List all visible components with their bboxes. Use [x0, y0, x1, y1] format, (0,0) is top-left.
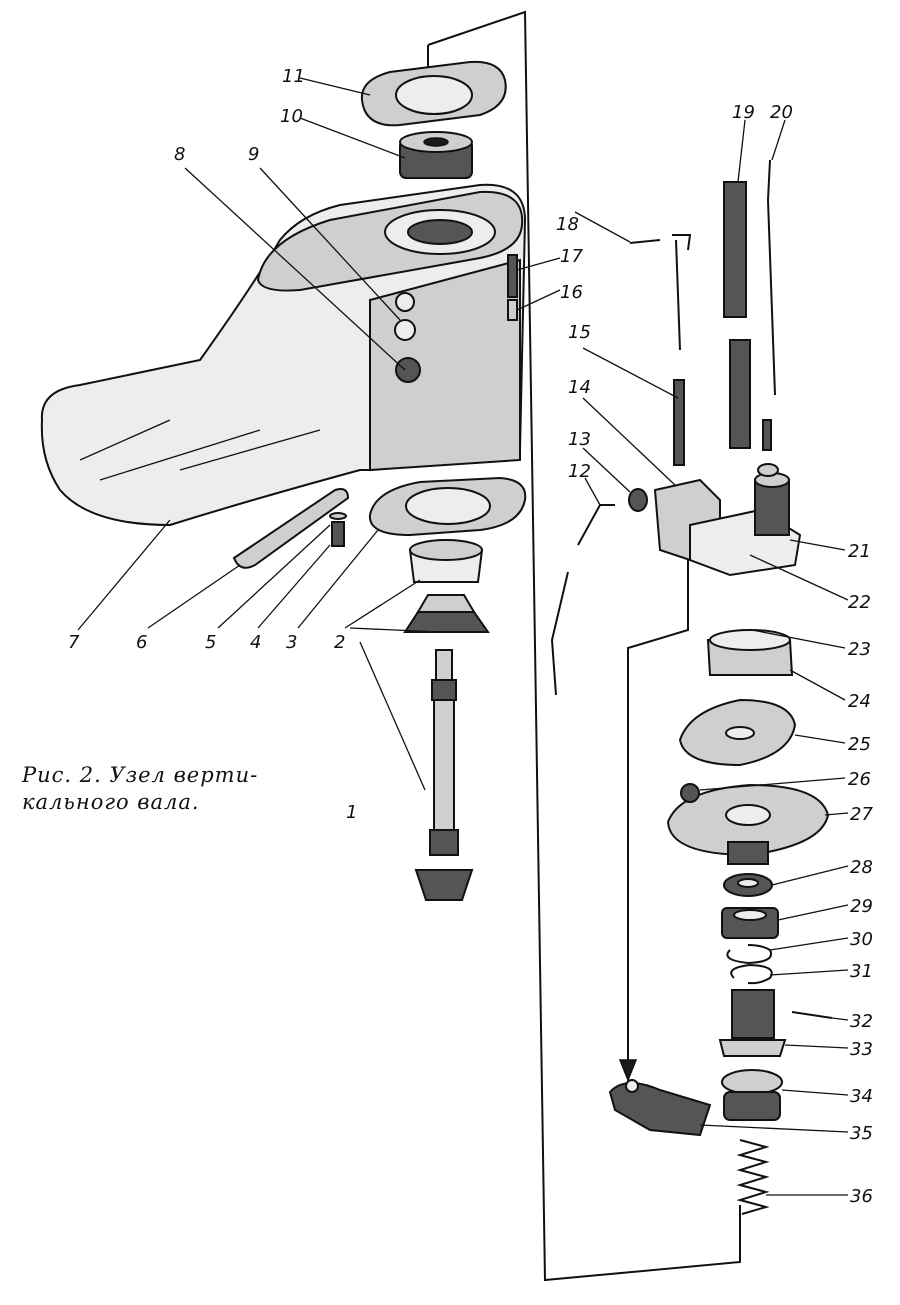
- part-36-spring: [736, 1139, 770, 1215]
- part-24-impeller: [706, 629, 794, 676]
- caption-line-2: кального вала.: [22, 790, 200, 814]
- label-part-19: 19: [732, 102, 755, 123]
- part-16-17-studs: [507, 254, 518, 321]
- label-part-28: 28: [850, 857, 873, 878]
- label-part-34: 34: [850, 1086, 873, 1107]
- part-labels: 1 2 3 4 5 6 7 8 9 10 11 12 13 14 15 16 1…: [68, 66, 873, 1207]
- label-part-29: 29: [850, 896, 873, 917]
- part-34-clutch: [721, 1069, 783, 1121]
- part-18-pin-and-rod: [629, 234, 692, 466]
- label-part-11: 11: [282, 66, 305, 87]
- part-20-rod: [757, 159, 779, 477]
- label-part-26: 26: [848, 769, 871, 790]
- part-26-27-pump-cover: [666, 783, 830, 865]
- label-part-15: 15: [568, 322, 591, 343]
- label-part-6: 6: [136, 632, 147, 653]
- leader-lines: [77, 77, 849, 1196]
- part-lower-rod: [550, 571, 569, 696]
- part-19-rod: [723, 181, 751, 449]
- label-part-10: 10: [280, 106, 303, 127]
- label-part-18: 18: [556, 214, 579, 235]
- part-25-plate: [678, 698, 797, 767]
- label-part-27: 27: [850, 804, 873, 825]
- label-part-23: 23: [848, 639, 871, 660]
- label-part-7: 7: [68, 632, 80, 653]
- label-part-9: 9: [248, 144, 259, 165]
- label-part-3: 3: [286, 632, 297, 653]
- part-1-vertical-shaft: [414, 649, 474, 901]
- part-30-snap-ring: [726, 944, 772, 965]
- label-part-36: 36: [850, 1186, 873, 1207]
- caption-line-1: Рис. 2. Узел верти-: [22, 763, 259, 787]
- part-13-nut: [628, 488, 648, 512]
- label-part-1: 1: [346, 802, 357, 823]
- label-part-22: 22: [848, 592, 871, 613]
- part-11-gasket: [360, 60, 507, 127]
- part-7-housing: [40, 183, 527, 527]
- label-part-8: 8: [174, 144, 185, 165]
- part-33-bushing: [718, 989, 787, 1057]
- part-28-seal: [723, 873, 773, 897]
- part-10-bearing: [399, 131, 473, 179]
- part-12-elbow: [577, 504, 615, 546]
- label-part-21: 21: [848, 541, 871, 562]
- label-part-24: 24: [848, 691, 871, 712]
- label-part-14: 14: [568, 377, 591, 398]
- label-part-20: 20: [770, 102, 793, 123]
- label-part-13: 13: [568, 429, 591, 450]
- part-4-5-screw-washer: [329, 512, 347, 547]
- label-part-35: 35: [850, 1123, 873, 1144]
- label-part-32: 32: [850, 1011, 873, 1032]
- part-2-tapered-bearing: [403, 539, 490, 633]
- label-part-2: 2: [334, 632, 345, 653]
- part-14-21-22-pump-body: [653, 472, 802, 577]
- figure-caption: Рис. 2. Узел верти- кального вала.: [22, 762, 292, 816]
- label-part-12: 12: [568, 461, 591, 482]
- label-part-16: 16: [560, 282, 583, 303]
- part-32-pin: [791, 1011, 833, 1019]
- label-part-33: 33: [850, 1039, 873, 1060]
- label-part-31: 31: [850, 961, 873, 982]
- label-part-4: 4: [250, 632, 261, 653]
- arrow-head-icon: [618, 1059, 638, 1083]
- part-3-gasket: [368, 476, 527, 537]
- label-part-25: 25: [848, 734, 871, 755]
- label-part-30: 30: [850, 929, 873, 950]
- label-part-5: 5: [205, 632, 216, 653]
- label-part-17: 17: [560, 246, 583, 267]
- part-29-bearing: [721, 907, 779, 939]
- part-31-snap-ring: [730, 963, 773, 985]
- part-35-lever: [608, 1079, 712, 1137]
